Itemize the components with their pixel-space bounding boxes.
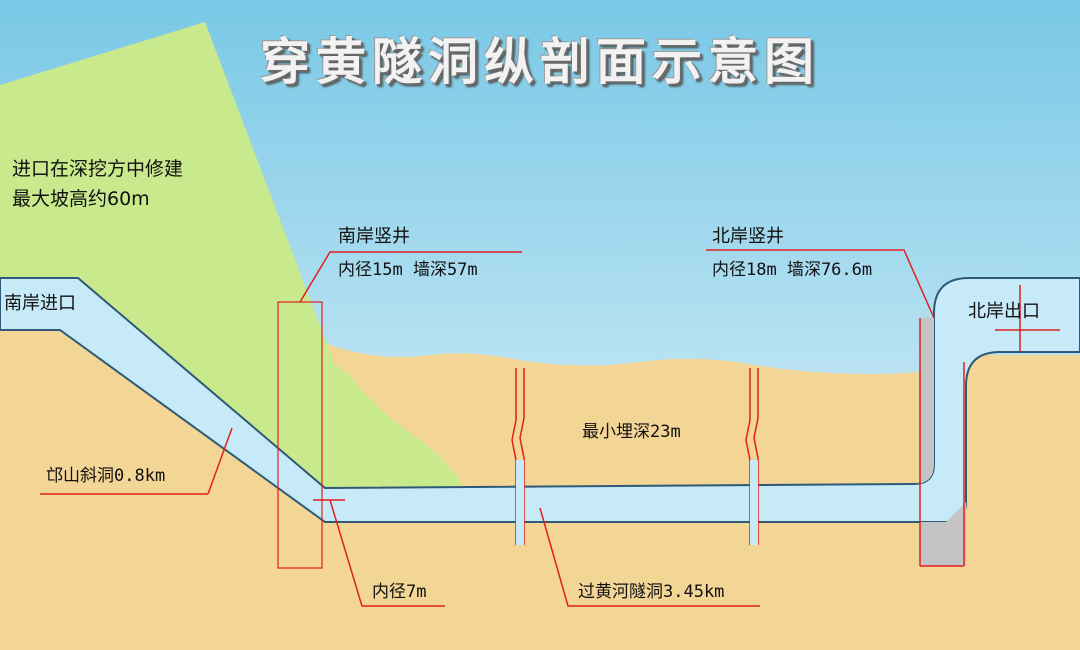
north-exit-label: 北岸出口 <box>968 301 1040 322</box>
inner-diameter-label: 内径7m <box>372 582 427 602</box>
observation-well-left <box>511 368 525 545</box>
diagram-title: 穿黄隧洞纵剖面示意图 <box>260 33 820 91</box>
entrance-note-line1: 进口在深挖方中修建 <box>12 158 184 180</box>
north-shaft-lining <box>914 318 966 566</box>
min-cover-label: 最小埋深23m <box>582 422 681 442</box>
river-tunnel-label: 过黄河隧洞3.45km <box>578 582 725 602</box>
leader-lines <box>40 249 1060 607</box>
south-shaft-spec: 内径15m 墙深57m <box>338 260 478 280</box>
inclined-tunnel-label: 邙山斜洞0.8km <box>46 466 166 486</box>
entrance-note-line2: 最大坡高约60m <box>12 188 150 210</box>
south-shaft-name: 南岸竖井 <box>338 226 410 247</box>
observation-well-right <box>745 368 759 545</box>
north-shaft-name: 北岸竖井 <box>712 226 784 247</box>
north-shaft-spec: 内径18m 墙深76.6m <box>712 260 873 280</box>
south-entrance-label: 南岸进口 <box>4 293 76 314</box>
mangshan-excavation-slope <box>0 22 462 518</box>
